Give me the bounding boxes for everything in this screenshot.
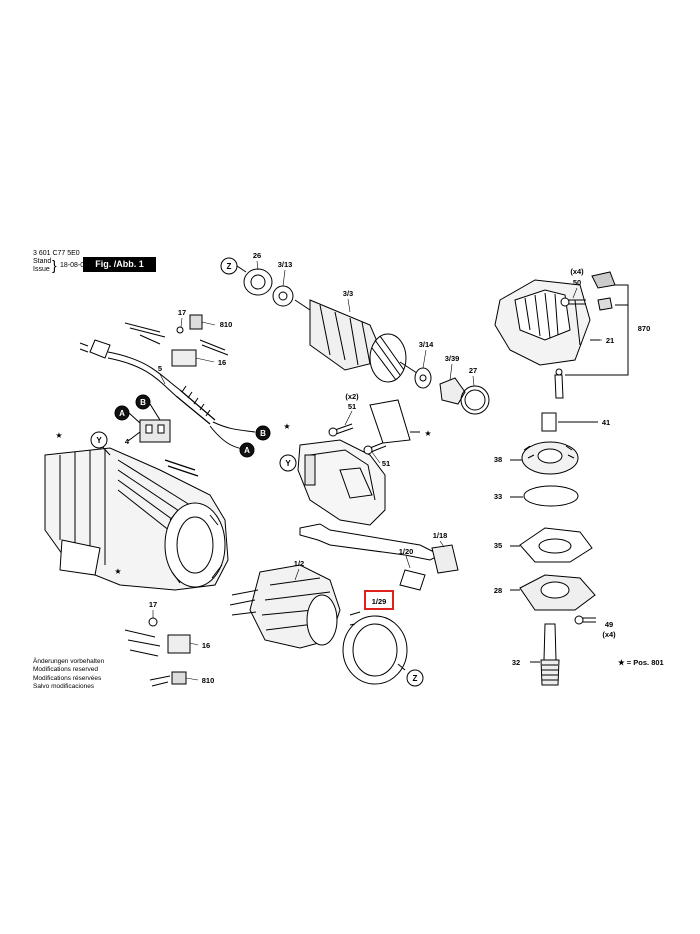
change-notice: Änderungen vorbehalten Modifications res…: [33, 658, 104, 691]
part-label: 17: [178, 308, 186, 317]
motor-housing: [44, 447, 229, 591]
part-label: 3/3: [343, 289, 353, 298]
part-label: 16: [202, 641, 210, 650]
figure-badge: Fig. /Abb. 1: [83, 257, 156, 272]
bevel-gear: [510, 441, 579, 475]
part-label: 810: [202, 676, 215, 685]
star-marker-4: ★: [424, 429, 431, 438]
switch-rod: [299, 523, 442, 591]
callout-z-bottom: Z: [413, 674, 418, 683]
part-label: 33: [494, 492, 502, 501]
part-label: (x2): [345, 392, 359, 401]
switch-module: [127, 419, 171, 443]
brace-glyph: }: [52, 257, 57, 273]
armature: [243, 268, 490, 415]
part-label: 3/14: [419, 340, 434, 349]
part-label: 21: [606, 336, 614, 345]
ab-callouts: [114, 394, 271, 458]
part-label: 50: [573, 278, 581, 287]
callout-y-left: Y: [96, 436, 102, 445]
note-line: Salvo modificaciones: [33, 682, 95, 690]
position-note: ★ = Pos. 801: [618, 658, 664, 667]
part-label: 38: [494, 455, 502, 464]
callout-b-right: B: [260, 429, 266, 438]
part-label: 1/20: [399, 547, 414, 556]
part-label: 16: [218, 358, 226, 367]
part-label: 17: [149, 600, 157, 609]
handle-cover: [297, 439, 386, 526]
part-label: 3/13: [278, 260, 293, 269]
callout-a-left: A: [119, 409, 125, 418]
issue-date: 18-08-06: [60, 262, 89, 269]
note-line: Änderungen vorbehalten: [33, 658, 105, 665]
part-label: 51: [348, 402, 356, 411]
part-label: (x4): [570, 267, 584, 276]
bearing-flange: [510, 574, 596, 611]
callout-y-mid: Y: [285, 459, 291, 468]
stand-label: Stand: [33, 258, 52, 265]
field-coil: [229, 564, 341, 649]
part-label: 1/18: [433, 531, 448, 540]
brush-holder-bottom: [124, 617, 191, 687]
part-label: 26: [253, 251, 261, 260]
part-label: 4: [125, 437, 130, 446]
spindle: [530, 623, 560, 686]
highlight-box: [364, 590, 394, 610]
part-label: 1/29: [372, 597, 387, 606]
note-line: Modifications reserved: [33, 666, 99, 674]
z-callouts: [220, 257, 424, 687]
part-label: 810: [220, 320, 233, 329]
issue-label: Issue: [33, 266, 50, 273]
star-marker-2: ★: [114, 567, 121, 576]
part-label: 32: [512, 658, 520, 667]
part-label: 28: [494, 586, 502, 595]
star-marker-3: ★: [283, 422, 290, 431]
part-label: 35: [494, 541, 502, 550]
power-cord: [79, 339, 256, 451]
part-label: 27: [469, 366, 477, 375]
part-label: 49: [605, 620, 613, 629]
part-label: 870: [638, 324, 651, 333]
brush-holder-top: [124, 314, 229, 367]
model-code: 3 601 C77 5E0: [33, 250, 80, 257]
part-label: 51: [382, 459, 390, 468]
callout-z-top: Z: [227, 262, 232, 271]
part-label: 5: [158, 364, 162, 373]
fan-guard: [342, 611, 408, 685]
callout-a-right: A: [244, 446, 250, 455]
part-label: 3/39: [445, 354, 460, 363]
star-marker-1: ★: [55, 431, 62, 440]
part-label: 1/2: [294, 559, 304, 568]
part-label: 41: [602, 418, 610, 427]
callout-b-left: B: [140, 398, 146, 407]
gear-head-housing: [494, 279, 591, 366]
part-label: (x4): [602, 630, 616, 639]
note-line: Modifications réservées: [33, 674, 102, 682]
housing-screws: [328, 423, 387, 455]
